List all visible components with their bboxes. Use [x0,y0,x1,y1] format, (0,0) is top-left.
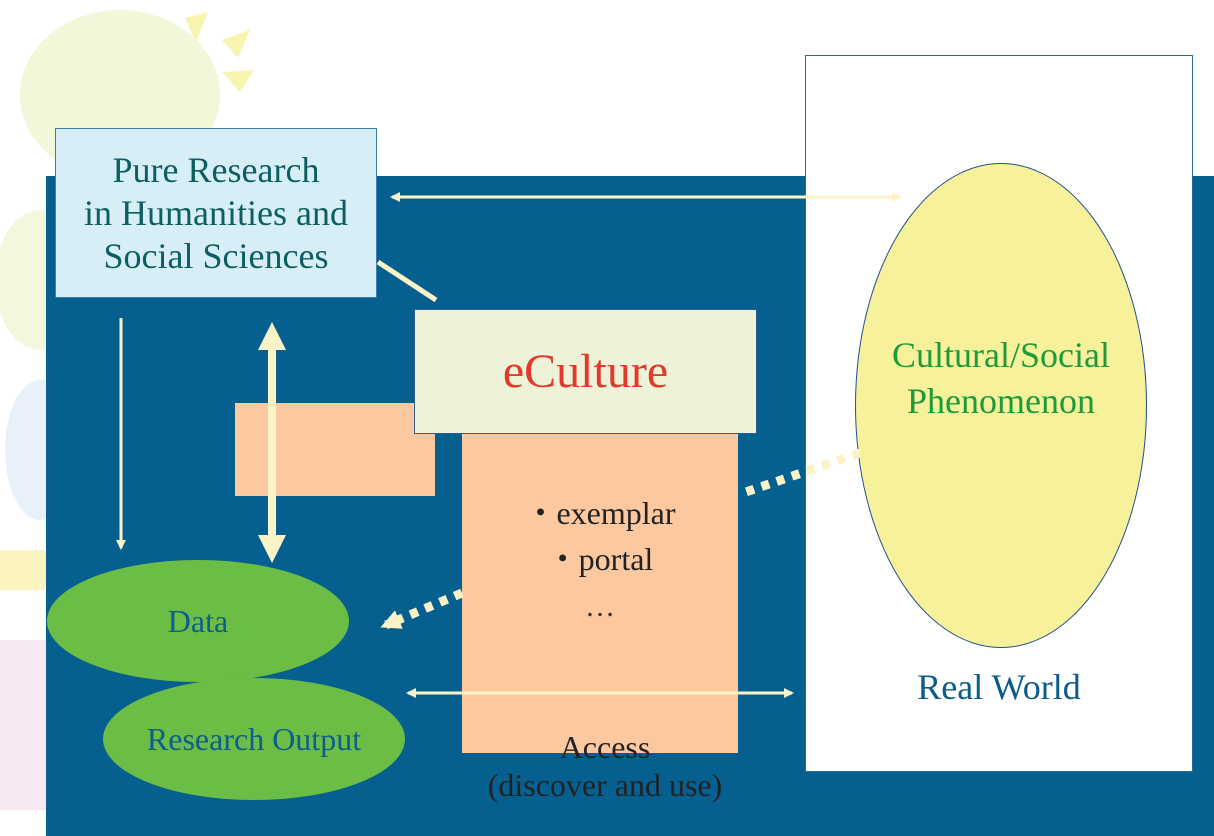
pure-research-line2: in Humanities and [84,193,348,233]
bullet-exemplar: ・exemplar [524,495,676,531]
eculture-bullet-list: ・exemplar ・portal [475,490,725,582]
access-label-line1: Access [559,729,651,765]
eculture-box: eCulture [414,309,757,434]
research-output-ellipse: Research Output [103,678,405,800]
phenomenon-label-line2: Phenomenon [907,381,1095,421]
pure-research-line1: Pure Research [112,150,320,190]
phenomenon-label-line1: Cultural/Social [892,335,1110,375]
cultural-social-phenomenon-ellipse: Cultural/Social Phenomenon [855,163,1147,648]
real-world-label: Real World [917,667,1081,707]
dotted-eculture-data [380,588,464,630]
access-label-line2: (discover and use) [487,767,723,803]
phenomenon-label: Cultural/Social Phenomenon [856,332,1146,424]
pure-research-box: Pure Research in Humanities and Social S… [55,128,377,298]
pure-research-line3: Social Sciences [103,236,329,276]
bullet-portal: ・portal [546,541,654,577]
connector-research-eculture [376,259,438,303]
access-label: Access (discover and use) [445,728,765,804]
dotted-phenomenon-eculture [738,448,862,499]
data-ellipse: Data [47,560,349,682]
bullet-ellipsis: … [585,590,615,623]
